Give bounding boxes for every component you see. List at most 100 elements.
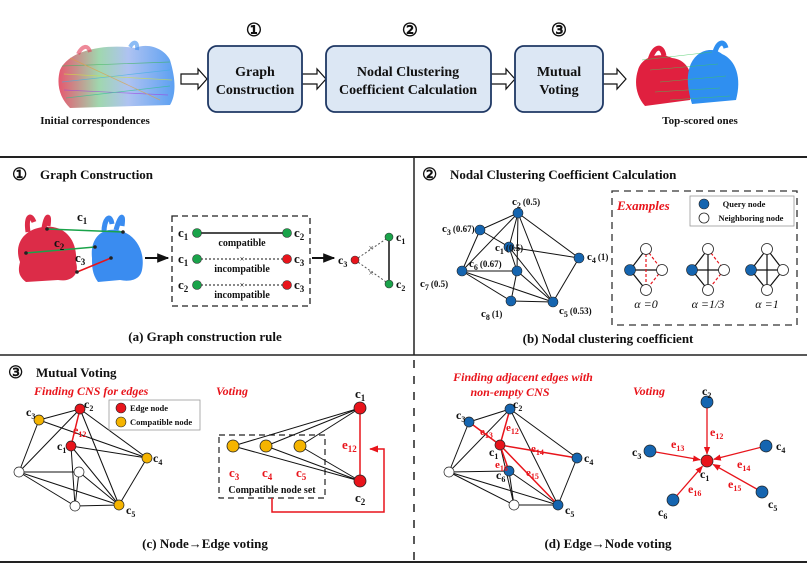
examples-box [611,190,798,326]
subtitle: Voting [633,384,665,398]
node-label: c1(0.5) [495,242,523,256]
bunny-label: c2 [54,235,65,252]
node-label: c1 [489,445,498,461]
graph-edge [38,408,81,421]
graph-edge [18,419,40,473]
node-label: c4 [153,451,162,467]
graph-edge [79,408,120,506]
graph-edge [70,445,120,506]
graph-edge [552,257,580,303]
svg-text:×: × [368,243,373,253]
graph-edge [517,212,554,303]
node-label: c6 [496,468,505,484]
svg-text:c2: c2 [396,277,405,293]
node-label: c6 [658,505,667,521]
arrow-icon [490,67,516,91]
svg-text:c3: c3 [338,253,347,269]
graph-node [508,499,520,511]
subtitle: Voting [216,384,248,398]
edge-e12 [70,408,81,447]
input-caption: Initial correspondences [40,115,150,127]
graph-node [552,499,564,511]
example-alpha: α =0 [634,297,657,311]
node-label: c5 [565,503,574,519]
node-label: c5(0.53) [559,305,592,319]
graph-edge [70,445,148,459]
step-nodal-clustering: ② Nodal Clustering Coefficient Calculati… [325,20,492,113]
panel-edge-node-voting: Finding adjacent edges with non-empty CN… [443,370,785,551]
vote-arrow [672,465,703,501]
node-label: c4 [584,451,593,467]
graph-node [503,241,515,253]
graph-edge [479,212,519,231]
vote-arrow [712,463,763,493]
query-node-icon [698,198,710,210]
graph-node [13,466,25,478]
examples-title: Examples [616,198,670,213]
node-label: c1 [700,467,709,483]
legend-label: Query node [723,199,766,209]
top-scored-image [636,40,739,106]
subtitle: non-empty CNS [470,385,549,399]
bunny-label: c1 [77,209,88,226]
step-mutual-voting: ③ Mutual Voting [514,20,604,113]
node-label: c2 [513,397,522,413]
graph-edge [448,470,510,473]
svg-text:e12: e12 [342,437,357,454]
graph-node [74,403,86,415]
node-label: c8(1) [481,308,502,322]
legend-label: Edge node [130,403,168,413]
graph-node [456,265,468,277]
svg-text:×: × [368,268,373,278]
svg-text:×: × [239,254,244,264]
cns-box-label: Compatible node set [228,485,316,496]
edge-node-icon [115,402,127,414]
node-label: c3 [294,277,305,294]
graph-edge [508,470,559,506]
graph-node [65,440,77,452]
panel-nodal-clustering: ② Nodal Clustering Coefficient Calculati… [420,165,798,346]
graph-edge [517,212,580,259]
graph-node [33,414,45,426]
graph-edge [461,229,481,272]
graph-edge [79,408,148,459]
example-alpha: α =1 [755,297,778,311]
graph-node [443,466,455,478]
node-label: c3(0.67) [442,223,475,237]
graph-edge [448,471,559,506]
cns-label: c5 [296,465,307,482]
node-label: c2 [702,384,711,400]
panel-caption: (c) Node→Edge voting [142,536,268,551]
graph-edge [516,212,519,272]
edge-voting-diagram: c1 c2 e12 [218,386,385,513]
graph-node [503,465,515,477]
node-label: e13 [671,437,684,453]
graph-edge [74,471,80,507]
graph-node [755,485,769,499]
node-label: e12 [710,425,723,441]
step-number: ① [246,20,262,40]
graph-edge [461,212,519,272]
graph-node [666,493,680,507]
step-label: Coefficient Calculation [339,83,477,98]
graph-edge [38,419,148,459]
panel-node-edge-voting: ③ Mutual Voting Finding CNS for edges Vo… [8,363,385,551]
graph-edge [516,270,554,303]
graph-node [505,295,517,307]
step-label: Graph [235,65,275,80]
relation-label: incompatible [214,264,270,275]
graph-node [463,416,475,428]
arrow-icon [301,67,327,91]
step-number: ② [402,20,418,40]
coefficient-graph: c1(0.5)c2(0.5)c3(0.67)c4(1)c5(0.53)c6(0.… [420,196,608,322]
legend-label: Neighboring node [719,213,784,223]
graph-edge [508,246,580,259]
initial-correspondences-image [58,40,175,108]
graph-node [141,452,153,464]
